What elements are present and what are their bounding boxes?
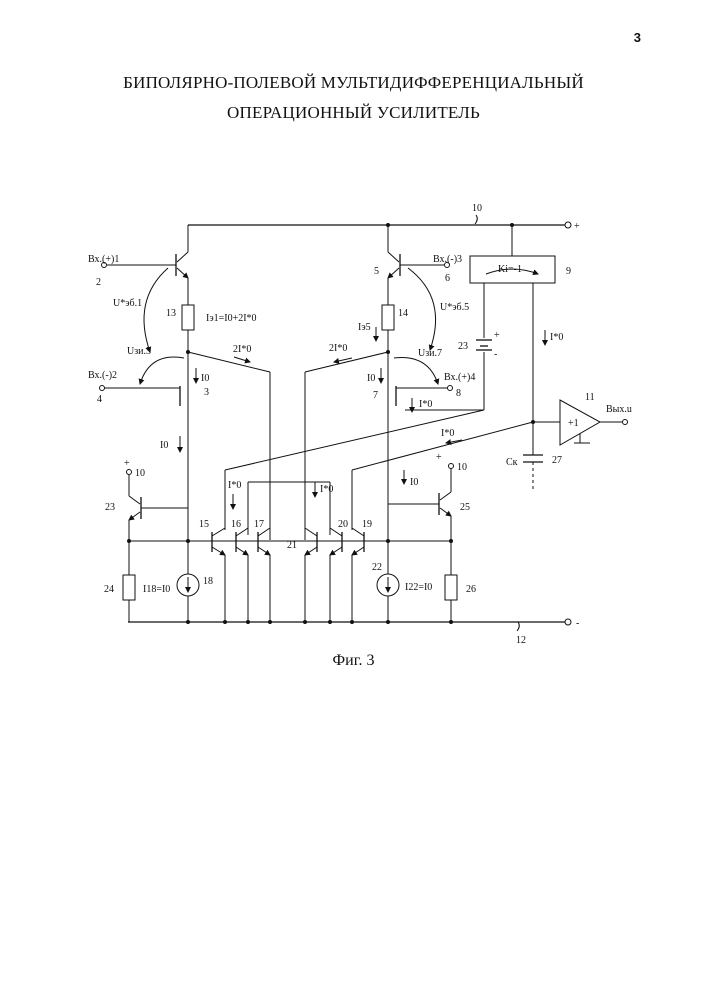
current-mirror-block-9 xyxy=(470,225,555,420)
transistor-23 xyxy=(127,470,189,576)
i18-label: I18=I0 xyxy=(143,584,170,595)
input-1-label: Вх.(+)1 xyxy=(88,254,119,265)
bus12-label: 12 xyxy=(516,635,526,646)
r26-label: 26 xyxy=(466,584,476,595)
opamp-gain-label: +1 xyxy=(568,418,579,429)
t23-label: 23 xyxy=(105,502,115,513)
resistor-24 xyxy=(123,575,135,622)
vplus-right: + xyxy=(436,452,442,463)
two-i0-label-a: 2I*0 xyxy=(233,344,251,355)
i0-label-a: I0 xyxy=(201,373,209,384)
u-zi7-label: Uзи.7 xyxy=(418,348,442,359)
t20-label: 20 xyxy=(338,519,348,530)
wire-2i-right xyxy=(305,352,388,372)
r24-label: 24 xyxy=(104,584,114,595)
input-4-label: Вх.(+)4 xyxy=(444,372,475,383)
output-label: Вых.u xyxy=(606,404,632,415)
plus-terminal-label: + xyxy=(574,221,580,232)
negative-rail xyxy=(128,619,571,625)
r14-label: 14 xyxy=(398,308,408,319)
input-4-pin: 8 xyxy=(456,388,461,399)
input-2-label: Вх.(-)2 xyxy=(88,370,117,381)
v10-left: 10 xyxy=(135,468,145,479)
i0-label-b: I0 xyxy=(160,440,168,451)
cs22-label: 22 xyxy=(372,562,382,573)
c27-label: 27 xyxy=(552,455,562,466)
input-3-label: Вх.(-)3 xyxy=(433,254,462,265)
opamp-11-label: 11 xyxy=(585,392,595,403)
transistor-25 xyxy=(388,464,454,576)
block-9-label: 9 xyxy=(566,266,571,277)
t5-label: 5 xyxy=(374,266,379,277)
wire-2i-left xyxy=(188,352,270,372)
istar-label-d: I*0 xyxy=(228,480,241,491)
t21-label: 21 xyxy=(287,540,297,551)
current-source-18 xyxy=(177,574,199,596)
transistor-1 xyxy=(176,225,188,305)
istar-label-c: I*0 xyxy=(441,428,454,439)
two-i0-label-b: 2I*0 xyxy=(329,343,347,354)
t15-label: 15 xyxy=(199,519,209,530)
i-e1-label: Iэ1=I0+2I*0 xyxy=(206,313,257,324)
transistor-5 xyxy=(388,225,400,305)
bus10-label: 10 xyxy=(472,203,482,214)
transistor-20 xyxy=(330,528,342,622)
wire-istar-left xyxy=(225,410,484,470)
transistor-15 xyxy=(212,528,225,622)
battery-23-plus: + xyxy=(494,330,500,341)
input-1-pin: 2 xyxy=(96,277,101,288)
transistor-19 xyxy=(352,528,364,622)
fet-7-label: 7 xyxy=(373,390,378,401)
transistor-16 xyxy=(236,528,248,622)
istar-label-e: I*0 xyxy=(320,484,333,495)
ck-label: Cк xyxy=(506,457,518,468)
t19-label: 19 xyxy=(362,519,372,530)
t25-label: 25 xyxy=(460,502,470,513)
battery-23-minus: - xyxy=(494,349,497,360)
i-e5-label: Iэ5 xyxy=(358,322,371,333)
capacitor-27 xyxy=(523,422,543,492)
battery-23-label: 23 xyxy=(458,341,468,352)
t16-label: 16 xyxy=(231,519,241,530)
minus-terminal-label: - xyxy=(576,618,579,629)
vplus-left: + xyxy=(124,458,130,469)
i0-label-d: I0 xyxy=(410,477,418,488)
i22-label: I22=I0 xyxy=(405,582,432,593)
istar-label-a: I*0 xyxy=(419,399,432,410)
t17-label: 17 xyxy=(254,519,264,530)
current-source-22 xyxy=(377,574,399,596)
resistor-26 xyxy=(445,575,457,622)
istar-label-b: I*0 xyxy=(550,332,563,343)
cs18-label: 18 xyxy=(203,576,213,587)
u-eb1-label: U*эб.1 xyxy=(113,298,142,309)
figure-caption: Фиг. 3 xyxy=(0,652,707,670)
r13-label: 13 xyxy=(166,308,176,319)
v10-right: 10 xyxy=(457,462,467,473)
u-zi3-label: Uзи.3 xyxy=(127,346,151,357)
fet-3-label: 3 xyxy=(204,387,209,398)
input-2-pin: 4 xyxy=(97,394,102,405)
i0-label-c: I0 xyxy=(367,373,375,384)
input-3-pin: 6 xyxy=(445,273,450,284)
transistor-17 xyxy=(258,528,270,622)
ki-label: Ki=-1 xyxy=(498,264,522,275)
u-eb5-label: U*эб.5 xyxy=(440,302,469,313)
transistor-21 xyxy=(305,528,317,622)
